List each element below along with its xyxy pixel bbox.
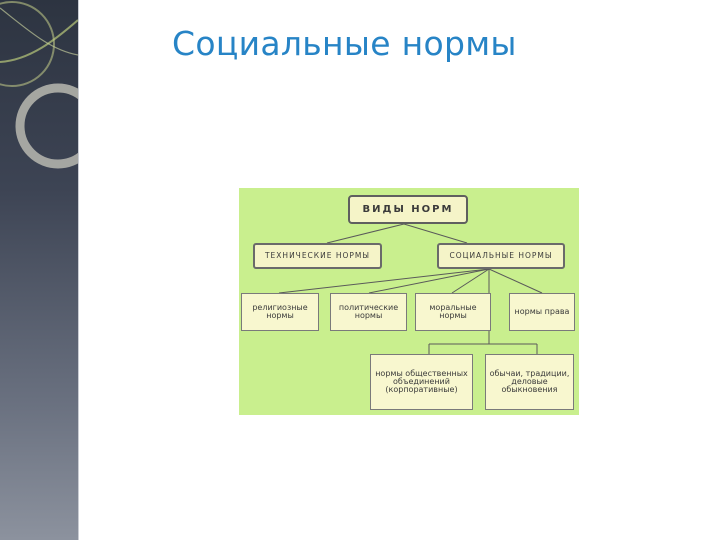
norms-diagram: ВИДЫ НОРМ ТЕХНИЧЕСКИЕ НОРМЫ СОЦИАЛЬНЫЕ Н…	[239, 188, 579, 415]
box-customs-traditions: обычаи, традиции, деловые обыкновения	[485, 354, 574, 410]
box-law-norms: нормы права	[509, 293, 575, 331]
box-religious-norms: религиозные нормы	[241, 293, 319, 331]
box-norm-types: ВИДЫ НОРМ	[348, 195, 468, 224]
connector-root-social	[404, 224, 467, 243]
box-social-norms: СОЦИАЛЬНЫЕ НОРМЫ	[437, 243, 565, 269]
box-corporate-norms: нормы общественных объединений (корпорат…	[370, 354, 473, 410]
connector-social-law	[489, 269, 542, 293]
box-political-norms: политические нормы	[330, 293, 407, 331]
decorative-rings-icon	[0, 0, 78, 200]
box-moral-norms: моральные нормы	[415, 293, 491, 331]
slide-title: Социальные нормы	[172, 24, 517, 63]
side-band	[0, 0, 79, 540]
connector-root-technical	[327, 224, 404, 243]
box-technical-norms: ТЕХНИЧЕСКИЕ НОРМЫ	[253, 243, 382, 269]
